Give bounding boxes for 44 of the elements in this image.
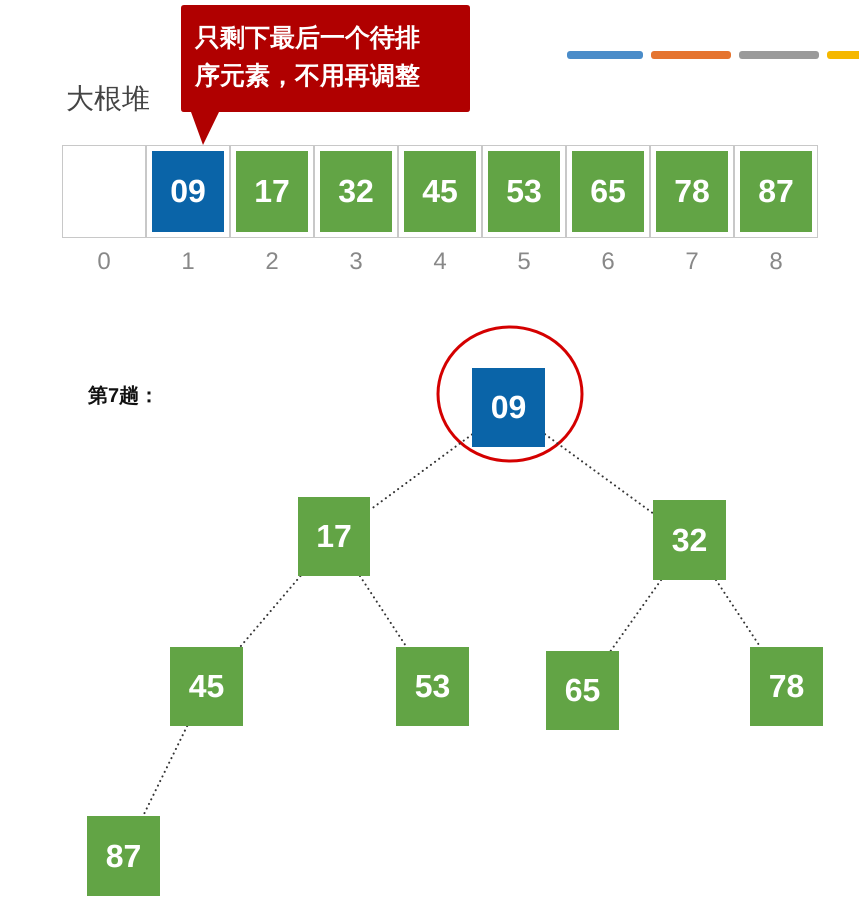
value-tile: 87 xyxy=(740,151,812,232)
value-tile: 78 xyxy=(656,151,728,232)
pass-label: 第7趟： xyxy=(88,384,160,409)
index-number: 3 xyxy=(348,248,364,276)
callout-bubble xyxy=(181,5,470,145)
array-cell xyxy=(566,145,650,238)
index-number: 1 xyxy=(180,248,196,276)
tree-node: 53 xyxy=(396,647,469,726)
tree-node: 17 xyxy=(298,497,370,576)
array-cell xyxy=(398,145,482,238)
array-cell xyxy=(650,145,734,238)
array-heading: 大根堆 xyxy=(66,82,150,116)
index-number: 8 xyxy=(768,248,784,276)
index-number: 0 xyxy=(96,248,112,276)
tree-node: 87 xyxy=(87,816,160,896)
index-number: 2 xyxy=(264,248,280,276)
array-cell xyxy=(314,145,398,238)
connector-line xyxy=(358,575,408,648)
array-cell xyxy=(230,145,314,238)
array-cell xyxy=(62,145,146,238)
value-tile: 09 xyxy=(152,151,224,232)
array-cell xyxy=(482,145,566,238)
tree-node: 45 xyxy=(170,647,243,726)
index-number: 7 xyxy=(684,248,700,276)
connector-line xyxy=(610,579,662,652)
connector-line xyxy=(544,433,654,514)
connector-line xyxy=(239,575,302,648)
value-tile: 17 xyxy=(236,151,308,232)
value-tile: 65 xyxy=(572,151,644,232)
tree-node: 32 xyxy=(653,500,726,580)
value-tile: 53 xyxy=(488,151,560,232)
index-number: 6 xyxy=(600,248,616,276)
connector-line xyxy=(142,725,188,817)
connector-line xyxy=(714,579,762,648)
callout-text: 只剩下最后一个待排序元素，不用再调整 xyxy=(195,23,421,92)
index-number: 5 xyxy=(516,248,532,276)
array-cell xyxy=(146,145,230,238)
tree-node: 78 xyxy=(750,647,823,726)
tree-node: 65 xyxy=(546,651,619,730)
array-cell xyxy=(734,145,818,238)
index-number: 4 xyxy=(432,248,448,276)
value-tile: 45 xyxy=(404,151,476,232)
tree-node: 09 xyxy=(472,368,545,447)
value-tile: 32 xyxy=(320,151,392,232)
